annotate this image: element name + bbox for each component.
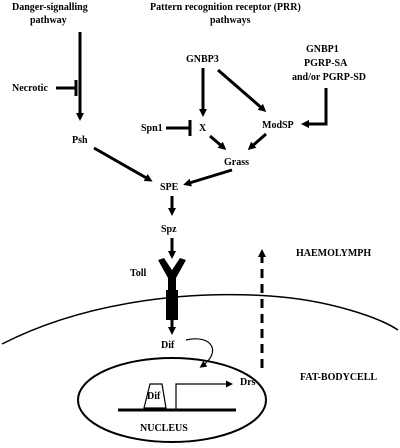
spz-label: Spz	[161, 224, 177, 235]
danger-pathway-title-line2: pathway	[30, 15, 67, 26]
dif-translocation-arrow	[185, 338, 214, 368]
cell-membrane	[1, 293, 399, 345]
grass-label: Grass	[224, 157, 249, 168]
dif-bound-label: Dif	[147, 391, 161, 402]
toll-label: Toll	[130, 268, 147, 279]
danger-pathway-title-line1: Danger-signalling	[12, 2, 88, 13]
gnbp3-to-modsp-arrow	[217, 68, 267, 112]
psh-to-spe-arrow	[93, 146, 153, 182]
pgrp-sd-label: and/or PGRP-SD	[292, 72, 366, 83]
dif-bound-shape	[143, 383, 167, 409]
necrotic-label: Necrotic	[12, 83, 48, 94]
gnbp1-label: GNBP1	[306, 44, 339, 55]
toll-transmembrane	[166, 290, 178, 320]
drs-label: Drs	[240, 377, 256, 388]
modsp-to-grass-arrow	[247, 132, 267, 150]
psh-label: Psh	[72, 135, 88, 146]
spe-label: SPE	[160, 182, 179, 193]
nucleus-label: NUCLEUS	[140, 423, 188, 434]
fat-body-cell-label: FAT-BODYCELL	[300, 372, 377, 383]
dif-label: Dif	[161, 340, 175, 351]
haemolymph-label: HAEMOLYMPH	[296, 248, 371, 259]
gnbp3-label: GNBP3	[186, 54, 219, 65]
transcription-arrow	[175, 380, 233, 410]
prr-pathway-title-line1: Pattern recognition receptor (PRR)	[150, 2, 301, 13]
pgrp-to-modsp-arrow	[301, 88, 328, 128]
grass-to-spe-arrow	[183, 168, 233, 187]
pgrp-sa-label: PGRP-SA	[304, 58, 348, 69]
prr-pathway-title-line2: pathways	[210, 15, 251, 26]
modsp-label: ModSP	[262, 120, 294, 131]
nucleus	[77, 357, 267, 443]
x-label: X	[199, 123, 207, 134]
spn1-label: Spn1	[141, 123, 163, 134]
toll-receptor	[158, 258, 186, 292]
x-to-grass-arrow	[209, 134, 227, 150]
